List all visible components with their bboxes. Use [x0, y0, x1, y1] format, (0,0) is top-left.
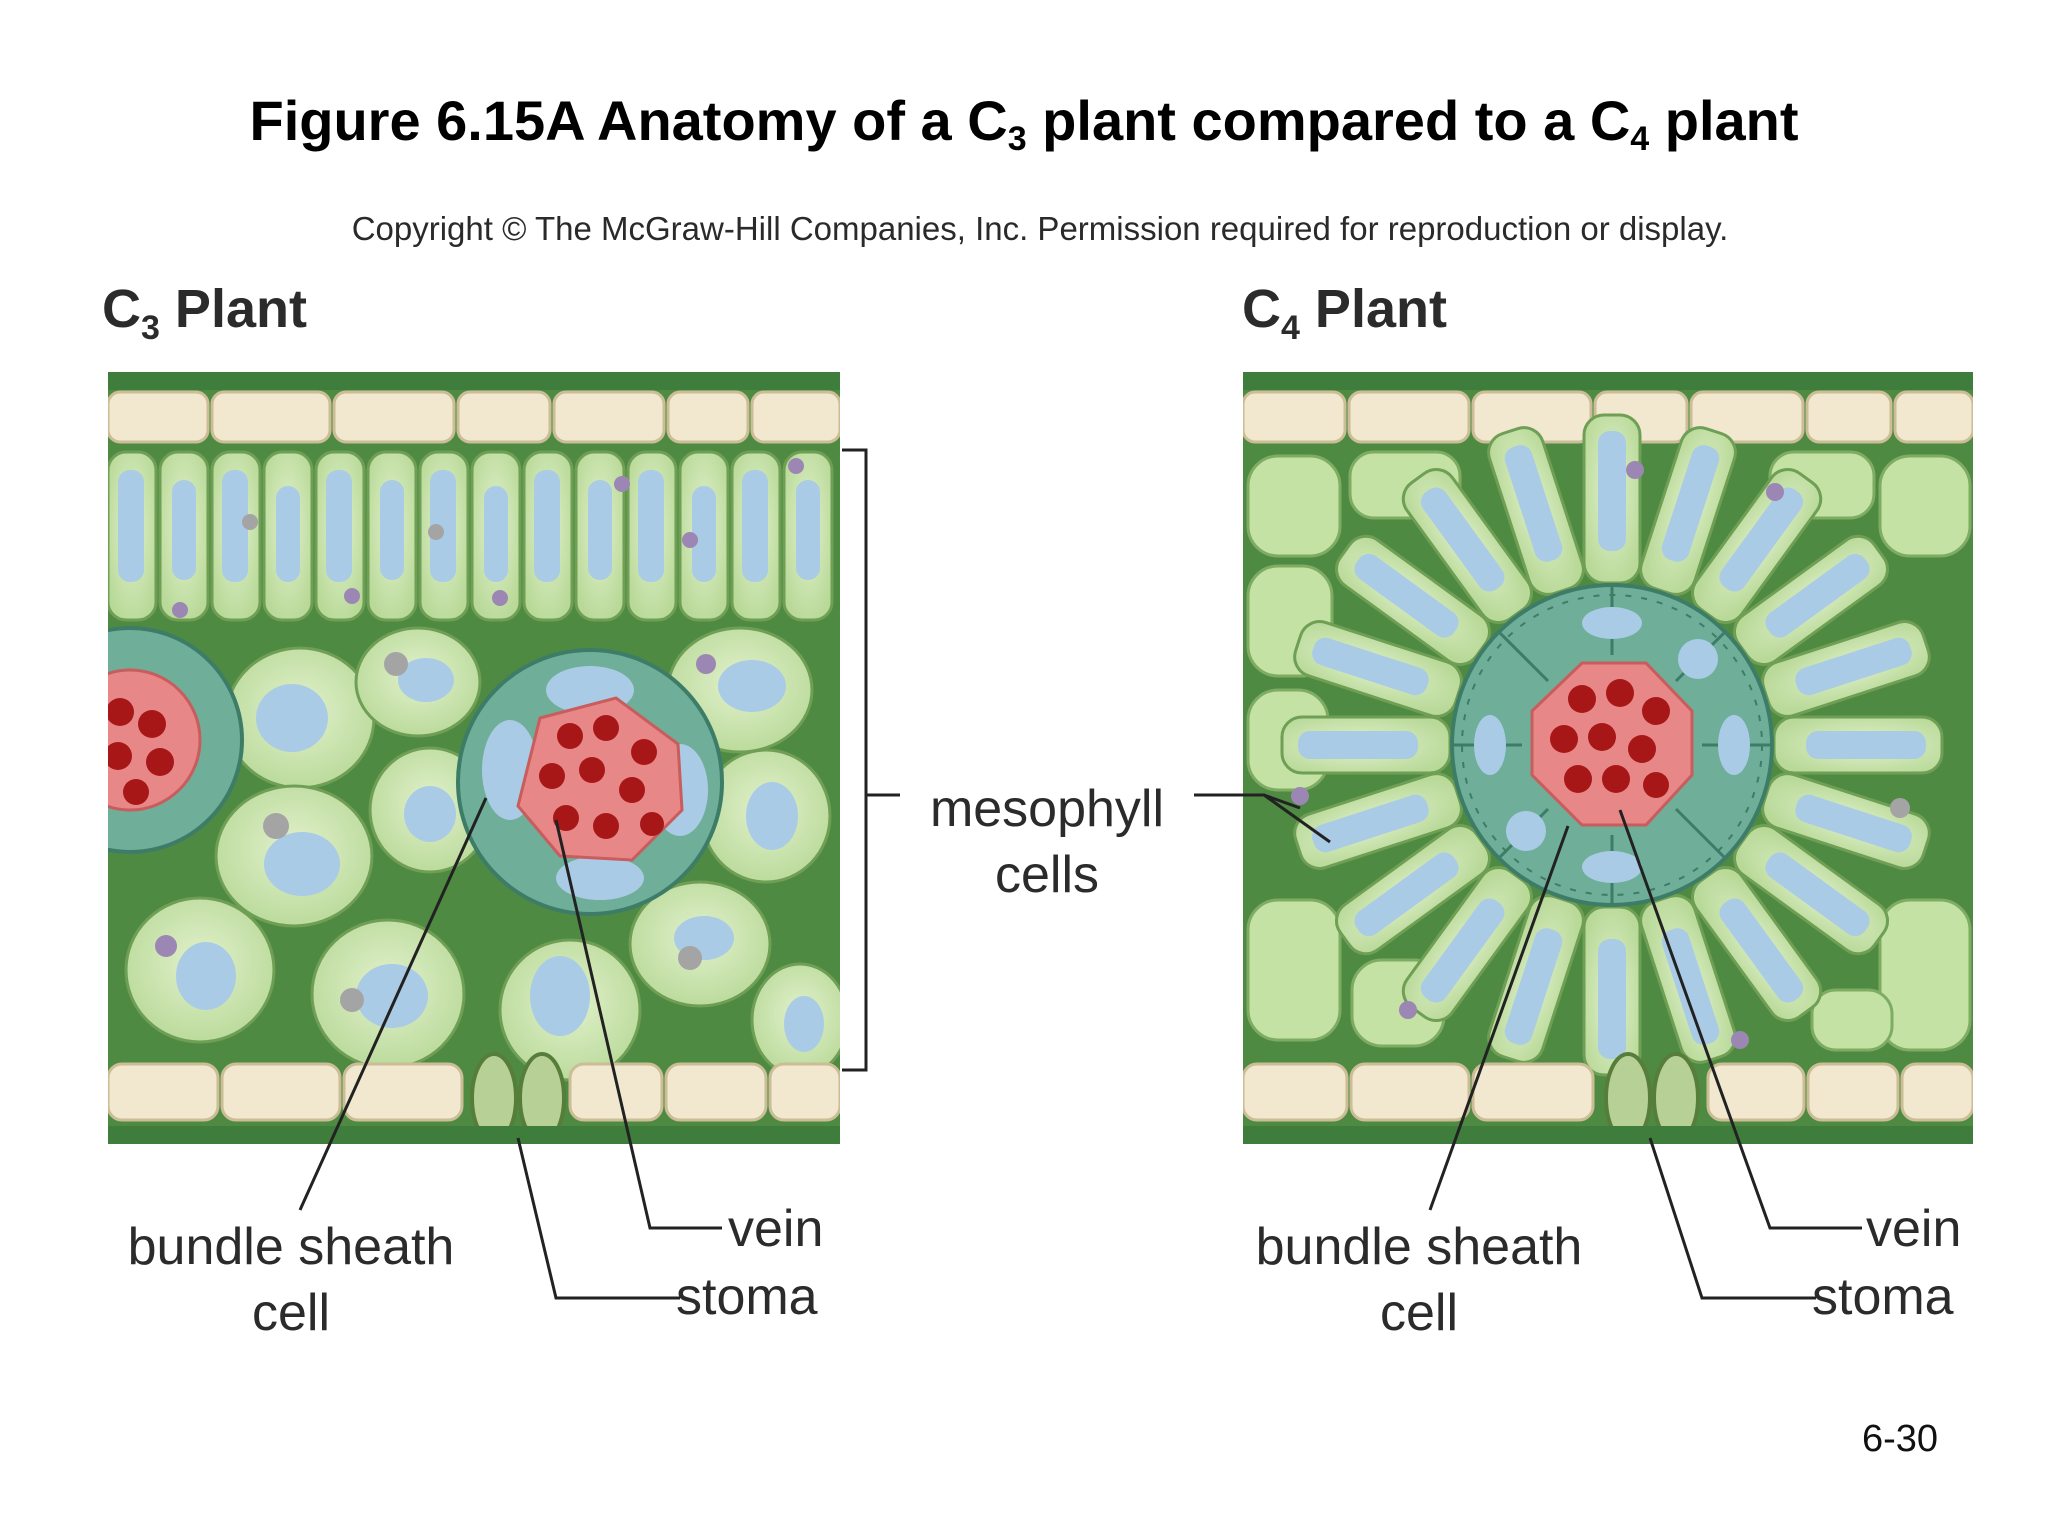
c4-plant-heading: C4 Plant — [1242, 279, 1447, 347]
figure-title: Figure 6.15A Anatomy of a C3 plant compa… — [249, 89, 1799, 158]
c4-bundle-sheath-leader — [1428, 825, 1570, 1211]
copyright-notice: Copyright © The McGraw-Hill Companies, I… — [351, 210, 1729, 247]
c4-vein — [1530, 661, 1694, 827]
c3-leaf-cross-section — [108, 372, 840, 1144]
c3-vein-leader — [554, 819, 722, 1230]
c3-vein-label: vein — [728, 1200, 824, 1258]
c4-stoma-leader — [1648, 1137, 1816, 1300]
c4-radial-mesophyll — [1280, 413, 1944, 1077]
c3-lower-epidermis — [108, 1062, 840, 1122]
c3-bundle-sheath-leader — [298, 797, 488, 1211]
c3-palisade-cells — [108, 450, 834, 622]
c4-leaf-cross-section — [1243, 372, 1973, 1144]
c3-vein-left — [108, 626, 244, 854]
c3-plant-heading: C3 Plant — [102, 279, 307, 347]
c3-vein-main — [456, 648, 724, 916]
c4-vein-leader — [1618, 809, 1862, 1230]
c3-stoma-label: stoma — [676, 1268, 818, 1326]
c3-mesophyll-bracket — [842, 448, 868, 1072]
c4-stoma-label: stoma — [1812, 1268, 1954, 1326]
c4-upper-epidermis — [1243, 390, 1973, 444]
c4-lower-epidermis — [1243, 1062, 1973, 1122]
c3-upper-epidermis — [108, 390, 840, 444]
c4-bundle-sheath — [1450, 583, 1774, 907]
c3-stoma-leader — [516, 1137, 680, 1300]
c4-vein-label: vein — [1866, 1200, 1962, 1258]
c3-spongy-mesophyll — [124, 626, 840, 1082]
page-number: 6-30 — [1861, 1418, 1938, 1460]
